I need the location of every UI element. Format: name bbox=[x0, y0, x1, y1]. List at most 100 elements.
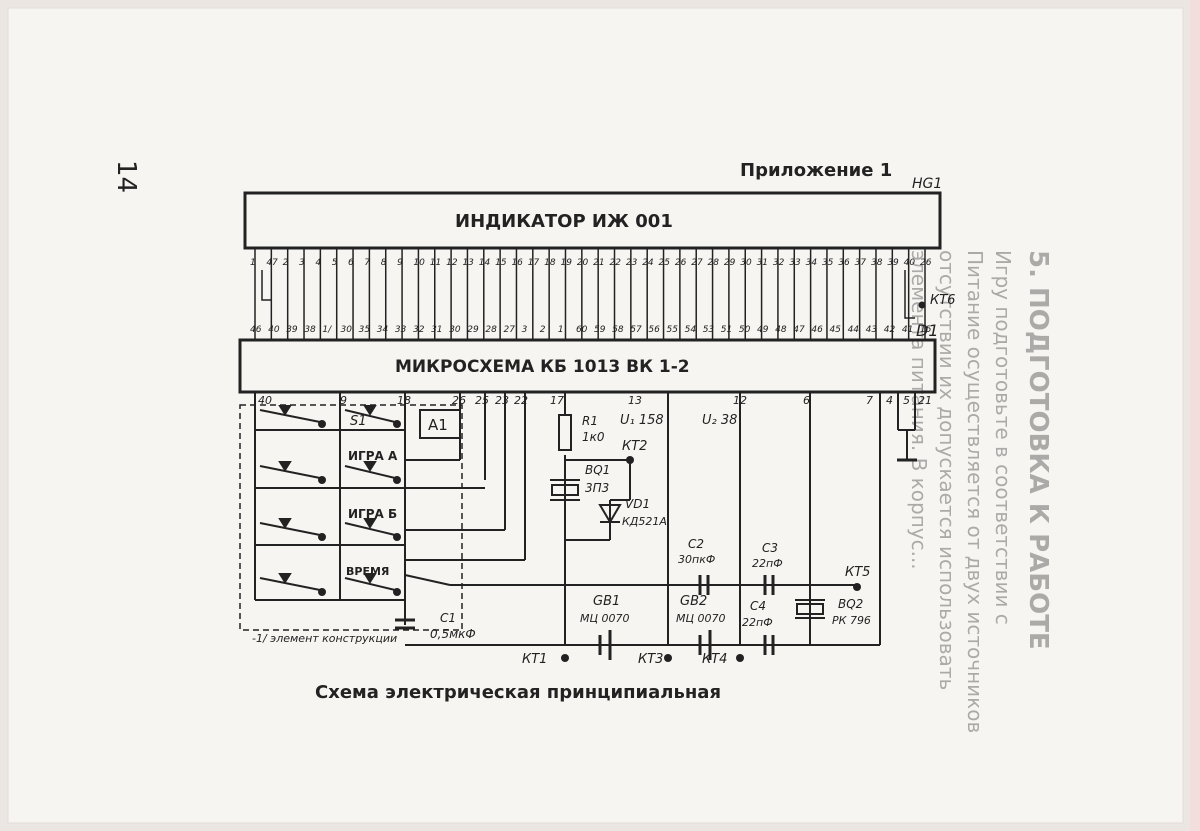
pin-label-bottom: 41 bbox=[902, 325, 913, 335]
pin-label-bottom: 54 bbox=[685, 325, 697, 335]
switch-contact bbox=[259, 409, 321, 423]
pin-label-bottom: 38 bbox=[304, 325, 316, 335]
test-point-kt3 bbox=[664, 654, 672, 662]
pin-label-bottom: 47 bbox=[793, 325, 805, 335]
switch-contact bbox=[344, 577, 396, 591]
c2-val: 30пкФ bbox=[678, 553, 715, 566]
pin-label-bottom: 46 bbox=[811, 325, 823, 335]
switch-contact bbox=[259, 465, 321, 479]
c4-val: 22пФ bbox=[742, 616, 773, 629]
pin-label-bottom: 57 bbox=[630, 325, 642, 335]
svg-text:21: 21 bbox=[918, 394, 932, 407]
pin-label-bottom: 30 bbox=[341, 325, 353, 335]
bq1-val: 3П3 bbox=[585, 481, 609, 495]
pin-label-top: 4 bbox=[315, 258, 321, 268]
pin-label-top: 7 bbox=[364, 258, 370, 268]
igra-a-label: ИГРА А bbox=[348, 449, 398, 463]
pin-label-top: 16 bbox=[511, 258, 523, 268]
paper-edge bbox=[1190, 0, 1200, 831]
pin-label-bottom: 59 bbox=[594, 325, 606, 335]
pin-label-bottom: 48 bbox=[775, 325, 787, 335]
pin-label-top: 6 bbox=[348, 258, 354, 268]
pin-label-top: 34 bbox=[806, 258, 818, 268]
ghost-heading: 5. ПОДГОТОВКА К РАБОТЕ bbox=[1023, 250, 1053, 650]
pin-label-top: 5 bbox=[332, 258, 338, 268]
c2-ref: C2 bbox=[688, 537, 704, 551]
resonator-bq1 bbox=[550, 479, 580, 501]
pin-label-bottom: 34 bbox=[377, 325, 389, 335]
pin-label-bottom: 45 bbox=[829, 325, 841, 335]
pin-label-top: 2 bbox=[283, 258, 289, 268]
switch-node bbox=[318, 420, 326, 428]
pin-label-top: 31 bbox=[757, 258, 768, 268]
pin-label-bottom: 39 bbox=[286, 325, 298, 335]
chip-box bbox=[238, 338, 937, 394]
pin-label-top: 18 bbox=[544, 258, 556, 268]
test-point-kt1 bbox=[561, 654, 569, 662]
a1-box bbox=[419, 409, 461, 439]
ghost-line: отсутствии их допускается использовать bbox=[935, 250, 959, 690]
pin-label-top: 22 bbox=[610, 258, 622, 268]
pin-label-top: 26 bbox=[920, 258, 932, 268]
pin-label-bottom: 40 bbox=[268, 325, 280, 335]
switch-contact bbox=[404, 574, 451, 586]
switch-contact bbox=[259, 522, 321, 536]
pin-label-top: 33 bbox=[789, 258, 801, 268]
diode-vd1 bbox=[598, 504, 622, 524]
wiring bbox=[254, 392, 917, 646]
svg-text:17: 17 bbox=[550, 394, 564, 407]
test-point-kt4 bbox=[736, 654, 744, 662]
pin-label-bottom: 2 bbox=[540, 325, 546, 335]
gb2-ref: GB2 bbox=[680, 594, 707, 609]
switch-actuator bbox=[278, 461, 292, 472]
ghost-line: Игру подготовьте в соответствии с bbox=[991, 250, 1015, 625]
pin-label-top: 29 bbox=[724, 258, 736, 268]
paper bbox=[7, 7, 1184, 824]
pin-jumper bbox=[261, 270, 272, 301]
switch-actuator bbox=[278, 405, 292, 416]
pin-label-bottom: 44 bbox=[848, 325, 860, 335]
pin-label-bottom: 30 bbox=[449, 325, 461, 335]
pin-label-top: 9 bbox=[397, 258, 403, 268]
svg-text:4: 4 bbox=[886, 394, 893, 407]
pin-label-top: 28 bbox=[708, 258, 720, 268]
pin-label-bottom: 56 bbox=[648, 325, 660, 335]
pin-label-bottom: 15 bbox=[920, 325, 932, 335]
switch-block bbox=[239, 404, 463, 631]
pin-label-bottom: 53 bbox=[703, 325, 715, 335]
switch-actuator bbox=[363, 573, 377, 584]
capacitor-c2 bbox=[698, 575, 710, 595]
pin-label-top: 40 bbox=[904, 258, 916, 268]
switch-contact bbox=[259, 577, 321, 591]
svg-text:13: 13 bbox=[628, 394, 642, 407]
switch-actuator bbox=[363, 461, 377, 472]
pin-label-top: 19 bbox=[560, 258, 572, 268]
pin-label-top: 26 bbox=[675, 258, 687, 268]
kt2-label: КТ2 bbox=[622, 439, 647, 454]
pin-label-top: 32 bbox=[773, 258, 785, 268]
pin-label-top: 20 bbox=[577, 258, 589, 268]
pin-label-top: 35 bbox=[822, 258, 834, 268]
switch-node bbox=[318, 588, 326, 596]
pin-label-bottom: 3 bbox=[522, 325, 528, 335]
sa-label: S1 bbox=[350, 414, 367, 429]
pin-label-top: 27 bbox=[691, 258, 703, 268]
c1-ref: C1 bbox=[440, 611, 456, 625]
switch-contact bbox=[344, 522, 396, 536]
pin-label-top: 21 bbox=[593, 258, 604, 268]
pin-label-bottom: 35 bbox=[359, 325, 371, 335]
switch-actuator bbox=[278, 518, 292, 529]
pin-label-top: 47 bbox=[266, 258, 278, 268]
switch-node bbox=[393, 476, 401, 484]
capacitor-c1 bbox=[395, 618, 415, 630]
pin-label-bottom: 49 bbox=[757, 325, 769, 335]
r1-val: 1к0 bbox=[582, 430, 605, 444]
bq2-val: РК 796 bbox=[832, 614, 871, 627]
page-number: 14 bbox=[111, 160, 141, 193]
gb2-val: МЦ 0070 bbox=[676, 612, 726, 625]
svg-text:6: 6 bbox=[803, 394, 810, 407]
pin-label-top: 12 bbox=[446, 258, 458, 268]
appendix-label: Приложение 1 bbox=[740, 160, 892, 181]
pin-label-bottom: 1/ bbox=[322, 325, 332, 335]
